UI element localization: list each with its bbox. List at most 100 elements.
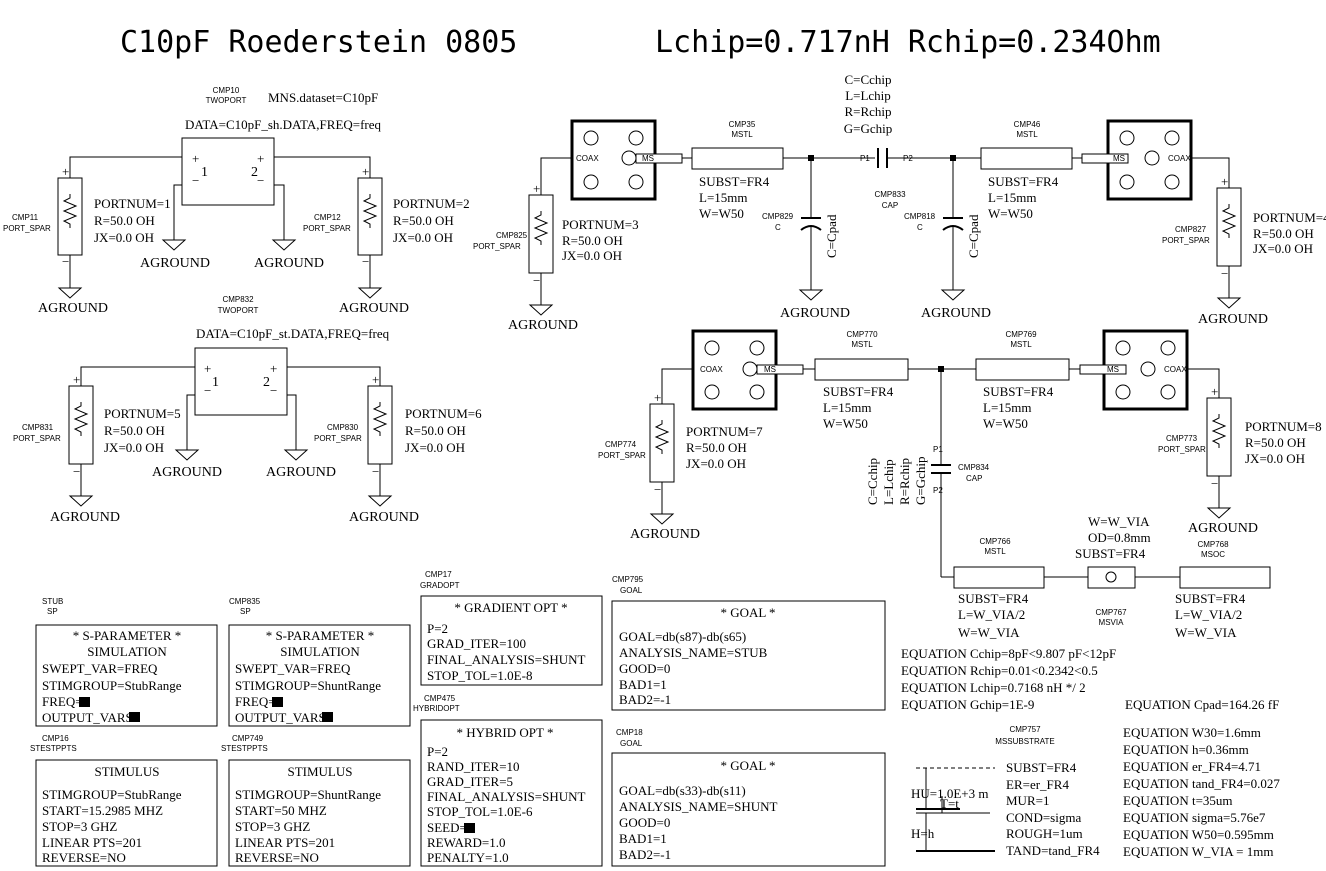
svg-text:W=W50: W=W50 [983,416,1028,431]
svg-text:CMP835: CMP835 [229,597,261,606]
svg-text:CMP832: CMP832 [222,295,254,304]
coax-connector[interactable]: COAX MS [691,329,804,411]
ground-label: AGROUND [349,510,419,525]
svg-text:STIMGROUP=ShuntRange: STIMGROUP=ShuntRange [235,787,381,802]
svg-text:CMP16: CMP16 [42,734,69,743]
svg-text:GRAD_ITER=100: GRAD_ITER=100 [427,636,526,651]
svg-text:FINAL_ANALYSIS=SHUNT: FINAL_ANALYSIS=SHUNT [427,789,585,804]
svg-text:SUBST=FR4: SUBST=FR4 [983,384,1054,399]
svg-text:SUBST=FR4: SUBST=FR4 [958,591,1029,606]
svg-text:REWARD=1.0: REWARD=1.0 [427,835,505,850]
svg-text:* S-PARAMETER *: * S-PARAMETER * [73,628,182,643]
equation-cpad[interactable]: EQUATION Cpad=164.26 fF [1125,697,1279,712]
cap-cmp818[interactable]: CMP818 C C=Cpad [904,161,981,290]
sp-simulation-shunt[interactable]: CMP835 SP * S-PARAMETER * SIMULATION SWE… [228,597,411,727]
port-cmp825[interactable]: +− CMP825 PORT_SPAR PORTNUM=3 R=50.0 OH … [473,181,639,288]
svg-text:JX=0.0 OH: JX=0.0 OH [1253,241,1313,256]
svg-text:OUTPUT_VARS=: OUTPUT_VARS= [235,710,333,725]
svg-text:STIMGROUP=StubRange: STIMGROUP=StubRange [42,787,182,802]
hybrid-optimizer[interactable]: CMP475 HYBRIDOPT * HYBRID OPT * P=2 RAND… [413,694,603,867]
svg-text:ANALYSIS_NAME=SHUNT: ANALYSIS_NAME=SHUNT [619,799,777,814]
svg-text:SUBST=FR4: SUBST=FR4 [1006,760,1077,775]
goal-stub[interactable]: CMP795 GOAL * GOAL * GOAL=db(s87)-db(s65… [611,575,886,711]
svg-text:+: + [533,181,540,196]
cap-cmp829[interactable]: CMP829 C C=Cpad [762,161,839,290]
mstl-cmp770[interactable]: CMP770 MSTL SUBST=FR4 L=15mm W=W50 [814,330,909,431]
svg-text:−: − [270,383,277,398]
port-cmp827[interactable]: +− CMP827 PORT_SPAR PORTNUM=4 R=50.0 OH … [1162,174,1326,281]
svg-text:R=50.0 OH: R=50.0 OH [393,213,454,228]
svg-text:EQUATION sigma=5.76e7: EQUATION sigma=5.76e7 [1123,810,1266,825]
svg-text:JX=0.0 OH: JX=0.0 OH [393,230,453,245]
svg-text:STIMGROUP=StubRange: STIMGROUP=StubRange [42,678,182,693]
ground-label: AGROUND [50,510,120,525]
svg-text:−: − [192,173,199,188]
svg-text:MSTL: MSTL [731,130,753,139]
svg-text:EQUATION W50=0.595mm: EQUATION W50=0.595mm [1123,827,1274,842]
svg-text:R=50.0 OH: R=50.0 OH [562,233,623,248]
svg-text:COND=sigma: COND=sigma [1006,810,1081,825]
port-cmp773[interactable]: +− CMP773 PORT_SPAR PORTNUM=8 R=50.0 OH … [1158,384,1322,491]
svg-text:EQUATION W_VIA = 1mm: EQUATION W_VIA = 1mm [1123,844,1273,859]
svg-text:MSTL: MSTL [851,340,873,349]
msvia-cmp767[interactable]: W=W_VIA OD=0.8mm SUBST=FR4 CMP767 MSVIA [1075,514,1151,627]
svg-text:TWOPORT: TWOPORT [218,306,259,315]
equations-chip[interactable]: EQUATION Cchip=8pF<9.807 pF<12pF EQUATIO… [901,646,1116,712]
svg-text:CMP46: CMP46 [1014,120,1041,129]
coax-connector[interactable]: COAX MS [570,119,683,201]
svg-text:PORTNUM=2: PORTNUM=2 [393,196,470,211]
svg-text:BAD1=1: BAD1=1 [619,677,667,692]
svg-text:CMP769: CMP769 [1005,330,1037,339]
svg-text:FREQ=: FREQ= [42,694,83,709]
svg-text:+: + [654,390,661,405]
svg-text:SUBST=FR4: SUBST=FR4 [988,174,1059,189]
twoport-cmp10[interactable]: CMP10 TWOPORT MNS.dataset=C10pF DATA=C10… [181,86,382,206]
svg-text:PORTNUM=8: PORTNUM=8 [1245,419,1322,434]
svg-text:CMP11: CMP11 [12,213,39,222]
substrate-cmp757[interactable]: CMP757 MSSUBSTRATE HU=1.0E+3 m T=t H=h S… [911,725,1100,858]
svg-text:JX=0.0 OH: JX=0.0 OH [562,248,622,263]
svg-text:MS: MS [764,365,776,374]
svg-text:CMP773: CMP773 [1166,434,1198,443]
svg-text:PORT_SPAR: PORT_SPAR [13,434,61,443]
svg-text:C: C [775,223,781,232]
sp-simulation-stub[interactable]: STUB SP * S-PARAMETER * SIMULATION SWEPT… [35,597,218,727]
port-cmp12[interactable]: +− CMP12 PORT_SPAR PORTNUM=2 R=50.0 OH J… [303,164,470,269]
svg-text:EQUATION Lchip=0.7168 nH */ 2: EQUATION Lchip=0.7168 nH */ 2 [901,680,1086,695]
svg-text:LINEAR PTS=201: LINEAR PTS=201 [235,835,335,850]
mstl-cmp769[interactable]: CMP769 MSTL SUBST=FR4 L=15mm W=W50 [975,330,1070,431]
svg-text:SIMULATION: SIMULATION [87,644,167,659]
svg-text:CMP795: CMP795 [612,575,644,584]
cap-cmp833[interactable]: C=Cchip L=Lchip R=Rchip G=Gchip P1 P2 CM… [844,72,914,210]
equations-substrate[interactable]: EQUATION W30=1.6mm EQUATION h=0.36mm EQU… [1123,725,1280,859]
svg-text:C=Cpad: C=Cpad [824,214,839,258]
svg-text:T=t: T=t [940,796,959,811]
svg-text:JX=0.0 OH: JX=0.0 OH [686,456,746,471]
svg-text:CMP818: CMP818 [904,212,936,221]
svg-text:+: + [362,164,369,179]
mstl-cmp766[interactable]: CMP766 MSTL SUBST=FR4 L=W_VIA/2 W=W_VIA [953,537,1045,640]
svg-text:MSVIA: MSVIA [1099,618,1125,627]
svg-text:EQUATION h=0.36mm: EQUATION h=0.36mm [1123,742,1249,757]
twoport-cmp832[interactable]: CMP832 TWOPORT DATA=C10pF_st.DATA,FREQ=f… [194,295,390,416]
coax-connector[interactable]: MS COAX [1079,329,1189,411]
msoc-cmp768[interactable]: CMP768 MSOC SUBST=FR4 L=W_VIA/2 W=W_VIA [1175,540,1271,640]
gradient-optimizer[interactable]: CMP17 GRADOPT * GRADIENT OPT * P=2 GRAD_… [420,570,603,686]
coax-connector[interactable]: MS COAX [1081,119,1193,201]
svg-text:MSTL: MSTL [1016,130,1038,139]
svg-text:JX=0.0 OH: JX=0.0 OH [94,230,154,245]
port-cmp774[interactable]: +− CMP774 PORT_SPAR PORTNUM=7 R=50.0 OH … [598,390,763,497]
svg-text:+: + [1211,384,1218,399]
mstl-cmp35[interactable]: CMP35 MSTL SUBST=FR4 L=15mm W=W50 [691,120,784,221]
port-cmp11[interactable]: +− CMP11 PORT_SPAR PORTNUM=1 R=50.0 OH J… [3,164,171,269]
svg-text:P1: P1 [933,445,943,454]
port-cmp830[interactable]: +− CMP830 PORT_SPAR PORTNUM=6 R=50.0 OH … [314,372,482,479]
cap-cmp834[interactable]: P1 P2 CMP834 CAP C=Cchip L=Lchip R=Rchip… [865,372,990,577]
stimulus-shunt[interactable]: CMP749 STESTPPTS STIMULUS STIMGROUP=Shun… [221,734,411,867]
port-cmp831[interactable]: +− CMP831 PORT_SPAR PORTNUM=5 R=50.0 OH … [13,372,181,479]
svg-text:MS: MS [1107,365,1119,374]
svg-text:CMP766: CMP766 [979,537,1011,546]
mstl-cmp46[interactable]: CMP46 MSTL SUBST=FR4 L=15mm W=W50 [980,120,1073,221]
stimulus-stub[interactable]: CMP16 STESTPPTS STIMULUS STIMGROUP=StubR… [30,734,218,867]
goal-shunt[interactable]: CMP18 GOAL * GOAL * GOAL=db(s33)-db(s11)… [611,728,886,867]
